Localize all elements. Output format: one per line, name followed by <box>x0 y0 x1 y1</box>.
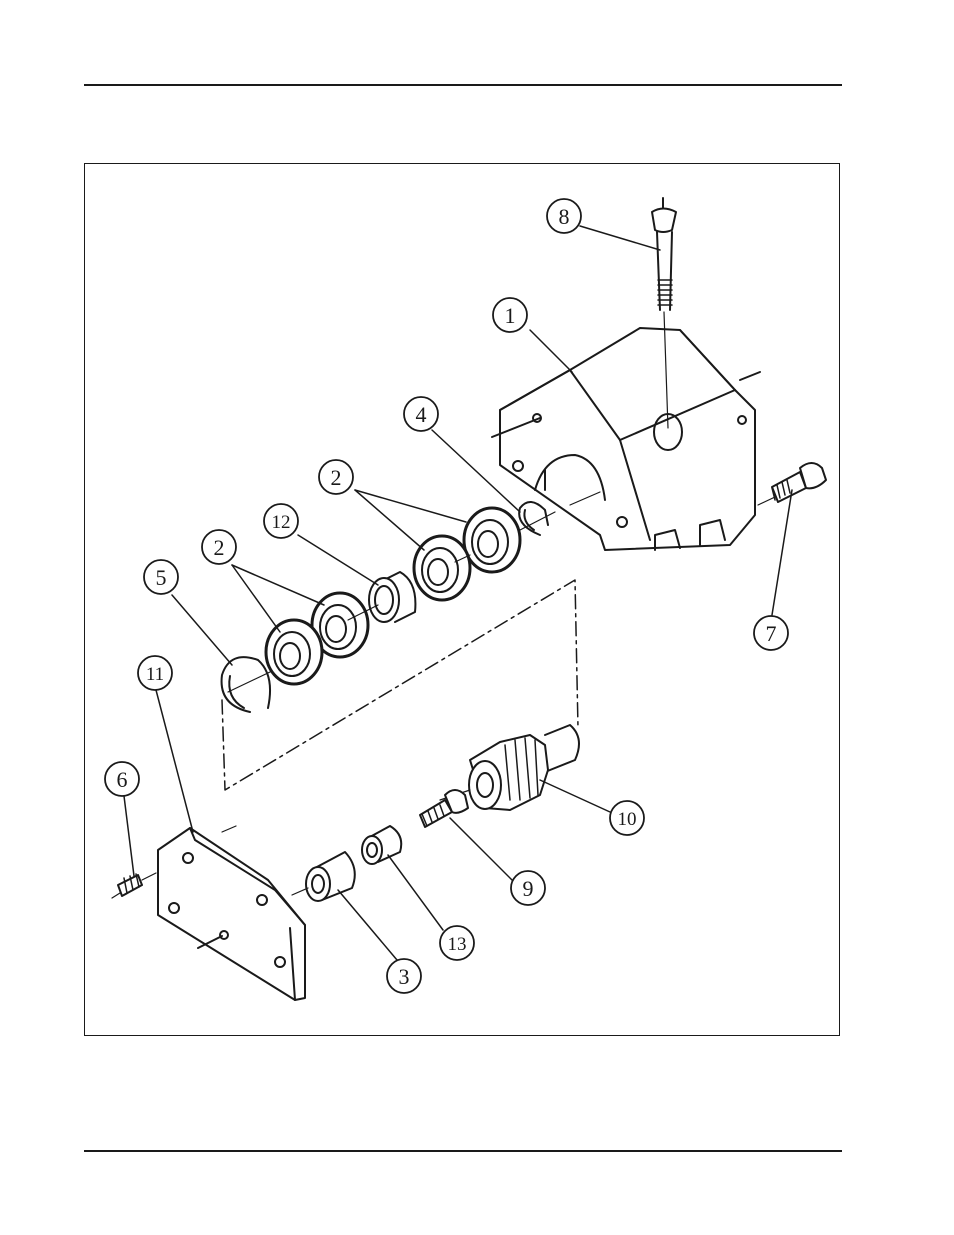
callout-label: 4 <box>416 402 427 427</box>
callout-2-left: 2 <box>202 530 236 564</box>
callout-13: 13 <box>440 926 474 960</box>
callout-3: 3 <box>387 959 421 993</box>
callout-label: 5 <box>156 565 167 590</box>
callout-12: 12 <box>264 504 298 538</box>
bearing-outer-right <box>464 508 520 572</box>
callout-label: 10 <box>618 809 637 830</box>
end-plate <box>158 826 305 1000</box>
callout-label: 2 <box>214 535 225 560</box>
callout-label: 12 <box>272 512 291 533</box>
callout-label: 11 <box>146 664 164 685</box>
callout-8: 8 <box>547 199 581 233</box>
callout-label: 2 <box>331 465 342 490</box>
snap-ring-large <box>222 657 270 712</box>
callout-1: 1 <box>493 298 527 332</box>
spacer-sleeve <box>369 572 415 622</box>
callout-label: 3 <box>399 964 410 989</box>
screw-small <box>420 790 468 827</box>
bearing-inner-right <box>414 536 470 600</box>
callout-10: 10 <box>610 801 644 835</box>
cap-screw-side <box>758 463 826 505</box>
callout-label: 9 <box>523 876 534 901</box>
callout-2-right: 2 <box>319 460 353 494</box>
callout-5: 5 <box>144 560 178 594</box>
callout-9: 9 <box>511 871 545 905</box>
callout-4: 4 <box>404 397 438 431</box>
callout-label: 13 <box>448 934 467 955</box>
callout-7: 7 <box>754 616 788 650</box>
callout-label: 7 <box>766 621 777 646</box>
screw-tiny <box>112 873 156 898</box>
callout-label: 8 <box>559 204 570 229</box>
callout-6: 6 <box>105 762 139 796</box>
housing-block <box>492 328 760 550</box>
callout-11: 11 <box>138 656 172 690</box>
callout-label: 1 <box>505 303 516 328</box>
bushing-small <box>362 826 401 864</box>
bushing-large <box>292 852 355 901</box>
bearing-outer-left <box>266 620 322 684</box>
callout-label: 6 <box>117 767 128 792</box>
